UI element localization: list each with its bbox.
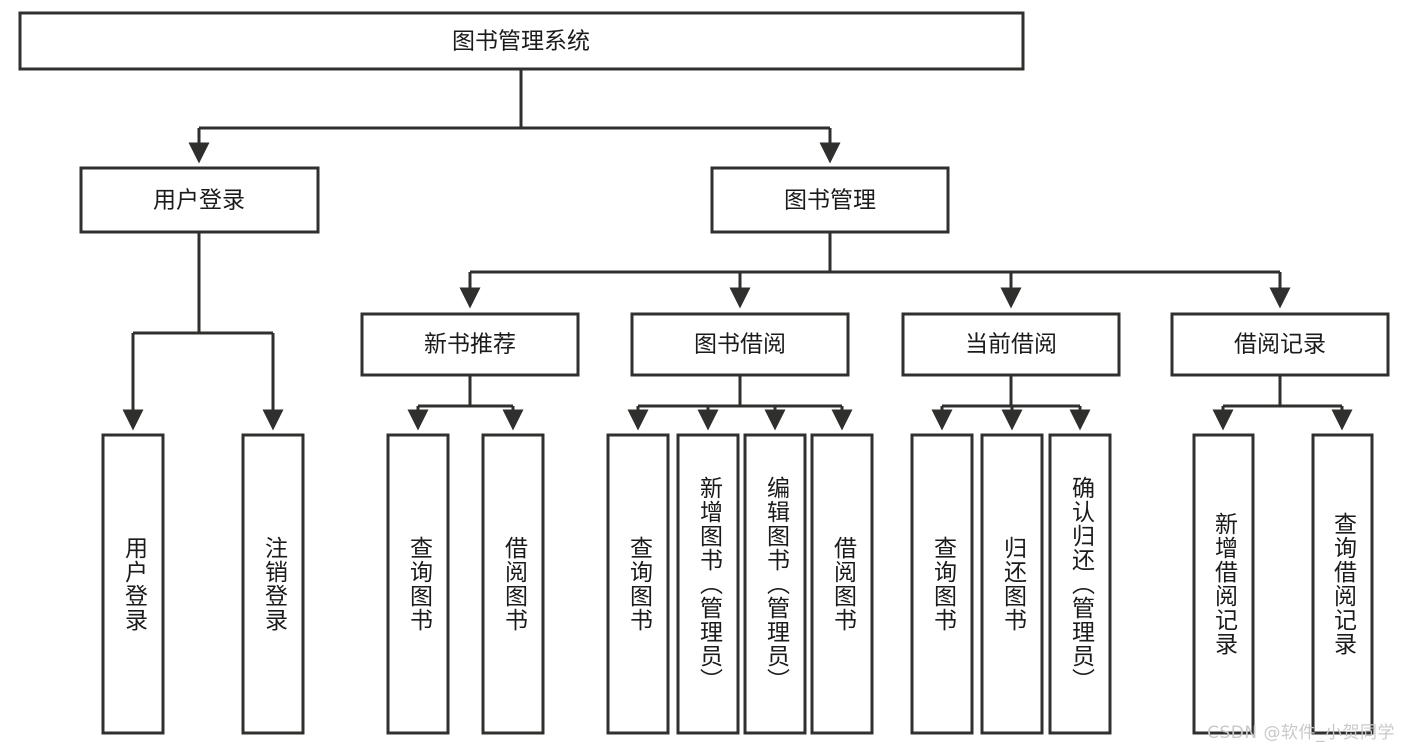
node-leaf-user-login-box[interactable]	[101, 433, 165, 735]
node-leaf-add-book[interactable]: 新增图书（管理员）	[676, 433, 740, 735]
node-leaf-logout-login-box[interactable]	[241, 433, 305, 735]
node-leaf-query-record-box[interactable]	[1311, 433, 1374, 735]
node-leaf-return-book-label: 归还图书	[1000, 536, 1028, 632]
node-leaf-borrow-book-2-box[interactable]	[810, 433, 874, 735]
node-leaf-borrow-book-1-label: 借阅图书	[501, 536, 529, 632]
node-borrow-record-label: 借阅记录	[1234, 332, 1326, 358]
connector-new-book-recommend-to-leaves	[407, 375, 524, 431]
node-current-borrow-box[interactable]	[901, 312, 1121, 377]
node-leaf-borrow-book-1-box[interactable]	[481, 433, 545, 735]
node-user-login[interactable]: 用户登录	[79, 166, 320, 234]
node-book-manage-box[interactable]	[710, 166, 950, 234]
node-leaf-return-book[interactable]: 归还图书	[980, 433, 1044, 735]
connector-borrow-record-to-leaves	[1212, 375, 1353, 431]
node-leaf-query-record[interactable]: 查询借阅记录	[1311, 433, 1374, 735]
node-leaf-query-book-2-box[interactable]	[606, 433, 670, 735]
connector-user-login-to-leaves	[122, 232, 284, 431]
node-book-borrow-box[interactable]	[630, 312, 850, 377]
node-leaf-query-book-3-label: 查询图书	[930, 536, 958, 632]
node-user-login-box[interactable]	[79, 166, 320, 234]
node-leaf-query-book-3-box[interactable]	[910, 433, 974, 735]
node-new-book-recommend-box[interactable]	[360, 312, 580, 377]
connector-current-borrow-to-leaves	[931, 375, 1091, 431]
node-user-login-label: 用户登录	[153, 188, 245, 214]
node-leaf-confirm-return[interactable]: 确认归还（管理员）	[1048, 433, 1112, 735]
node-leaf-add-book-label: 新增图书（管理员）	[696, 476, 724, 692]
node-leaf-add-book-box[interactable]	[676, 433, 740, 735]
node-leaf-query-book-3[interactable]: 查询图书	[910, 433, 974, 735]
node-root-label: 图书管理系统	[452, 29, 590, 55]
node-root[interactable]: 图书管理系统	[18, 11, 1025, 71]
node-leaf-query-book-2[interactable]: 查询图书	[606, 433, 670, 735]
node-leaf-confirm-return-label: 确认归还（管理员）	[1068, 476, 1096, 692]
node-new-book-recommend[interactable]: 新书推荐	[360, 312, 580, 377]
node-leaf-borrow-book-2[interactable]: 借阅图书	[810, 433, 874, 735]
node-leaf-logout-login-label: 注销登录	[261, 536, 289, 632]
node-leaf-add-record[interactable]: 新增借阅记录	[1192, 433, 1255, 735]
node-current-borrow[interactable]: 当前借阅	[901, 312, 1121, 377]
node-leaf-query-book-1-label: 查询图书	[406, 536, 434, 632]
node-leaf-edit-book[interactable]: 编辑图书（管理员）	[743, 433, 807, 735]
node-new-book-recommend-label: 新书推荐	[424, 332, 516, 358]
node-current-borrow-label: 当前借阅	[965, 332, 1057, 358]
node-leaf-borrow-book-2-label: 借阅图书	[830, 536, 858, 632]
connector-book-manage-to-level3	[459, 232, 1291, 309]
node-leaf-borrow-book-1[interactable]: 借阅图书	[481, 433, 545, 735]
node-root-box[interactable]	[18, 11, 1025, 71]
node-leaf-query-book-1[interactable]: 查询图书	[386, 433, 450, 735]
node-leaf-user-login-label: 用户登录	[121, 536, 149, 632]
node-leaf-return-book-box[interactable]	[980, 433, 1044, 735]
node-borrow-record-box[interactable]	[1170, 312, 1390, 377]
node-leaf-user-login[interactable]: 用户登录	[101, 433, 165, 735]
node-leaf-edit-book-box[interactable]	[743, 433, 807, 735]
node-book-borrow-label: 图书借阅	[694, 332, 786, 358]
node-leaf-query-book-1-box[interactable]	[386, 433, 450, 735]
connector-book-borrow-to-leaves	[627, 375, 853, 431]
node-leaf-query-record-label: 查询借阅记录	[1330, 512, 1358, 656]
node-book-manage[interactable]: 图书管理	[710, 166, 950, 234]
node-leaf-confirm-return-box[interactable]	[1048, 433, 1112, 735]
node-leaf-query-book-2-label: 查询图书	[626, 536, 654, 632]
node-leaf-edit-book-label: 编辑图书（管理员）	[763, 476, 791, 692]
node-leaf-logout-login[interactable]: 注销登录	[241, 433, 305, 735]
connector-root-to-level2	[188, 69, 841, 164]
node-book-manage-label: 图书管理	[784, 188, 876, 214]
node-borrow-record[interactable]: 借阅记录	[1170, 312, 1390, 377]
node-leaf-add-record-box[interactable]	[1192, 433, 1255, 735]
node-book-borrow[interactable]: 图书借阅	[630, 312, 850, 377]
node-leaf-add-record-label: 新增借阅记录	[1211, 512, 1239, 656]
